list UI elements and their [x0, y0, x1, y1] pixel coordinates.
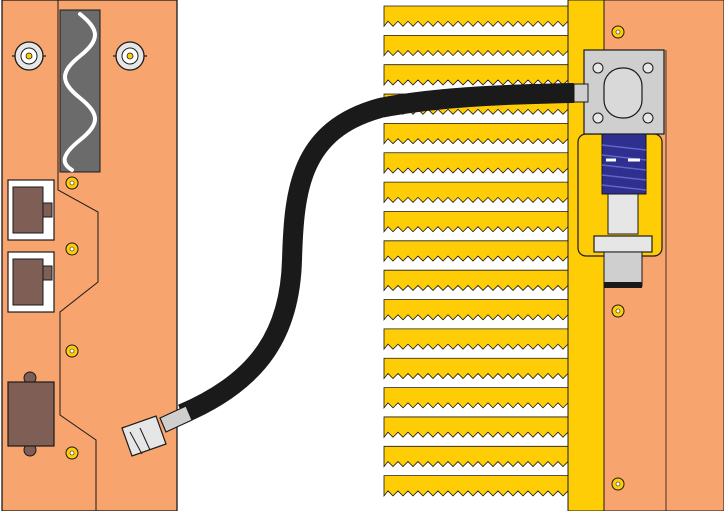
bnc-connector-right[interactable]: [113, 41, 147, 71]
socket-upper[interactable]: [7, 179, 55, 241]
serration-row: [383, 240, 569, 263]
serration-row: [383, 5, 569, 28]
bnc-connector-left[interactable]: [12, 41, 46, 71]
coil-window: [59, 9, 101, 173]
serration-row: [383, 152, 569, 175]
coax-to-waveguide-adapter[interactable]: [573, 49, 665, 288]
serration-row: [383, 416, 569, 439]
serration-row: [383, 181, 569, 204]
serration-row: [383, 211, 569, 233]
serrated-absorber-horn: [383, 0, 605, 511]
serration-row: [383, 328, 569, 351]
serration-row: [383, 445, 569, 468]
serration-row: [383, 475, 569, 498]
serration-row: [383, 387, 569, 409]
coax-cable[interactable]: [121, 83, 575, 457]
serration-row: [383, 269, 569, 292]
mounting-screw-icon: [65, 176, 79, 460]
serration-rows: [383, 5, 569, 498]
cable-receptacle[interactable]: [7, 371, 55, 457]
cable-end-connector[interactable]: [121, 405, 193, 457]
serration-row: [383, 299, 569, 321]
instrument-front-panel: [1, 0, 178, 511]
serration-row: [383, 34, 569, 57]
serration-row: [383, 357, 569, 380]
serration-row: [383, 64, 569, 87]
panel-outline: [57, 0, 99, 511]
socket-lower[interactable]: [7, 251, 55, 313]
serration-row: [383, 123, 569, 145]
